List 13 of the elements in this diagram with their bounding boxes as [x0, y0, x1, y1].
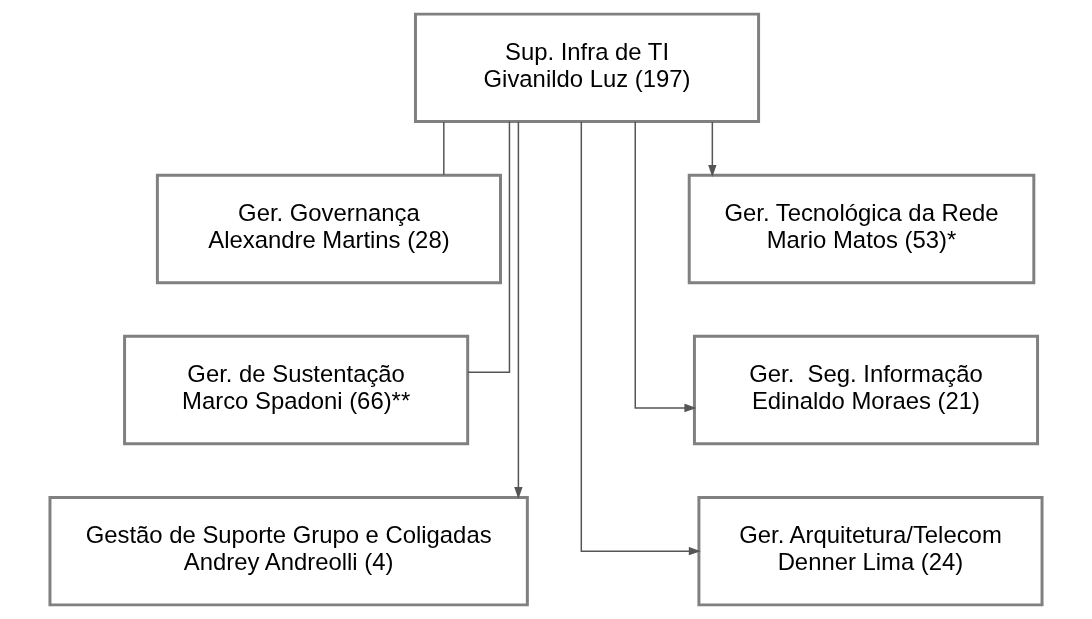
arrow [708, 121, 717, 177]
node-box: Ger. Tecnológica da Rede Mario Matos (53)* [687, 173, 1036, 285]
node-box: Ger. de Sustentação Marco Spadoni (66)** [123, 334, 470, 446]
arrow [634, 120, 697, 413]
connector [467, 120, 511, 373]
node-box: Ger. Governança Alexandre Martins (28) [155, 173, 502, 285]
node-box: Sup. Infra de TI Givanildo Luz (197) [414, 12, 761, 123]
arrow [580, 121, 701, 556]
node-box: Gestão de Suporte Grupo e Coligadas Andrey Andreolli (4) [48, 496, 529, 607]
arrow [514, 121, 523, 499]
node-box: Ger. Arquitetura/Telecom Denner Lima (24) [697, 496, 1044, 607]
connector [443, 121, 445, 176]
node-box: Ger. Seg. Informação Edinaldo Moraes (21) [692, 334, 1040, 446]
